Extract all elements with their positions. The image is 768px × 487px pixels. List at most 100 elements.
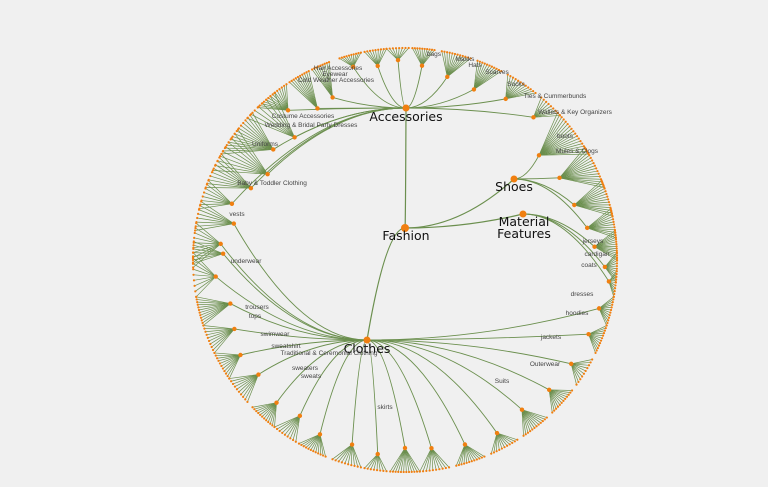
leaf-node-405[interactable]	[462, 462, 466, 465]
leaf-node-308[interactable]	[220, 364, 223, 368]
leaf-node-382[interactable]	[399, 470, 403, 474]
leaf-node-393[interactable]	[428, 469, 431, 472]
leaf-node-313[interactable]	[213, 351, 216, 355]
leaf-node-101[interactable]	[527, 86, 530, 89]
leaf-node-472[interactable]	[609, 311, 612, 314]
leaf-node-122[interactable]	[235, 129, 238, 133]
branch-node[interactable]	[218, 241, 223, 247]
leaf-node-189[interactable]	[591, 159, 594, 162]
leaf-node-390[interactable]	[438, 468, 441, 471]
leaf-node-492[interactable]	[192, 240, 195, 243]
leaf-node-282[interactable]	[201, 321, 204, 325]
leaf-node-110[interactable]	[552, 107, 555, 110]
branch-node[interactable]	[330, 95, 335, 100]
leaf-node-292[interactable]	[195, 295, 198, 298]
leaf-node-397[interactable]	[483, 455, 486, 458]
leaf-node-23[interactable]	[307, 70, 310, 73]
leaf-node-76[interactable]	[456, 53, 459, 56]
leaf-node-412[interactable]	[508, 443, 511, 446]
branch-node[interactable]	[375, 63, 380, 69]
leaf-node-461[interactable]	[598, 342, 602, 345]
leaf-node-465[interactable]	[594, 351, 597, 355]
leaf-node-39[interactable]	[352, 53, 355, 56]
leaf-node-194[interactable]	[597, 172, 600, 175]
leaf-node-373[interactable]	[366, 467, 369, 470]
leaf-node-449[interactable]	[582, 372, 586, 375]
leaf-node-148[interactable]	[211, 169, 214, 172]
branch-node[interactable]	[274, 400, 279, 405]
leaf-node-430[interactable]	[524, 433, 527, 436]
leaf-node-378[interactable]	[410, 470, 413, 473]
leaf-node-41[interactable]	[357, 52, 360, 55]
branch-node[interactable]	[220, 251, 226, 256]
leaf-node-11[interactable]	[280, 86, 283, 89]
branch-node[interactable]	[419, 63, 425, 68]
leaf-node-441[interactable]	[554, 407, 558, 410]
branch-node[interactable]	[213, 274, 218, 279]
leaf-node-357[interactable]	[359, 466, 363, 469]
leaf-node-86[interactable]	[486, 63, 489, 66]
leaf-node-32[interactable]	[327, 60, 331, 64]
leaf-node-445[interactable]	[589, 361, 592, 364]
leaf-node-43[interactable]	[363, 50, 366, 53]
leaf-node-364[interactable]	[337, 460, 340, 463]
leaf-node-380[interactable]	[405, 470, 408, 474]
leaf-node-68[interactable]	[430, 48, 434, 51]
leaf-node-161[interactable]	[257, 105, 260, 108]
leaf-node-85[interactable]	[483, 62, 486, 65]
leaf-node-349[interactable]	[314, 451, 317, 454]
leaf-node-396[interactable]	[418, 470, 421, 473]
leaf-node-366[interactable]	[331, 458, 334, 461]
leaf-node-474[interactable]	[607, 316, 611, 319]
leaf-node-79[interactable]	[464, 55, 467, 58]
leaf-node-475[interactable]	[607, 319, 610, 322]
leaf-node-340[interactable]	[283, 433, 287, 436]
leaf-node-166[interactable]	[556, 111, 559, 114]
leaf-node-332[interactable]	[257, 411, 260, 415]
leaf-node-153[interactable]	[224, 145, 227, 149]
leaf-node-307[interactable]	[221, 367, 225, 370]
leaf-node-34[interactable]	[340, 56, 343, 59]
leaf-node-387[interactable]	[447, 466, 451, 469]
leaf-node-268[interactable]	[193, 236, 196, 239]
leaf-node-185[interactable]	[585, 149, 588, 152]
category-node-3[interactable]	[363, 336, 371, 344]
leaf-node-422[interactable]	[541, 419, 544, 423]
leaf-node-428[interactable]	[529, 430, 532, 433]
leaf-node-33[interactable]	[338, 57, 341, 60]
leaf-node-385[interactable]	[391, 470, 394, 473]
branch-node[interactable]	[429, 445, 434, 451]
leaf-node-350[interactable]	[312, 450, 315, 453]
leaf-node-479[interactable]	[194, 225, 197, 228]
leaf-node-446[interactable]	[587, 364, 591, 367]
leaf-node-294[interactable]	[211, 348, 215, 352]
leaf-node-167[interactable]	[558, 113, 561, 117]
branch-node[interactable]	[315, 106, 320, 111]
leaf-node-29[interactable]	[321, 63, 324, 66]
leaf-node-154[interactable]	[227, 141, 230, 144]
leaf-node-403[interactable]	[468, 460, 471, 464]
leaf-node-53[interactable]	[388, 47, 391, 50]
leaf-node-9[interactable]	[276, 89, 279, 92]
leaf-node-108[interactable]	[547, 102, 550, 106]
leaf-node-99[interactable]	[522, 82, 525, 86]
leaf-node-50[interactable]	[382, 47, 385, 51]
leaf-node-228[interactable]	[614, 233, 617, 237]
leaf-node-253[interactable]	[615, 272, 618, 276]
leaf-node-36[interactable]	[345, 55, 348, 58]
leaf-node-453[interactable]	[575, 383, 578, 386]
leaf-node-399[interactable]	[478, 457, 481, 460]
leaf-node-126[interactable]	[244, 119, 247, 122]
leaf-node-193[interactable]	[596, 169, 599, 173]
branch-node[interactable]	[292, 135, 297, 140]
leaf-node-173[interactable]	[570, 127, 573, 130]
leaf-node-158[interactable]	[246, 117, 249, 120]
leaf-node-341[interactable]	[281, 431, 284, 434]
category-node-1[interactable]	[510, 175, 518, 183]
leaf-node-352[interactable]	[307, 447, 310, 450]
leaf-node-298[interactable]	[206, 336, 209, 339]
leaf-node-425[interactable]	[535, 425, 538, 428]
leaf-node-464[interactable]	[595, 349, 598, 352]
leaf-node-177[interactable]	[577, 137, 580, 140]
leaf-node-420[interactable]	[545, 416, 548, 419]
